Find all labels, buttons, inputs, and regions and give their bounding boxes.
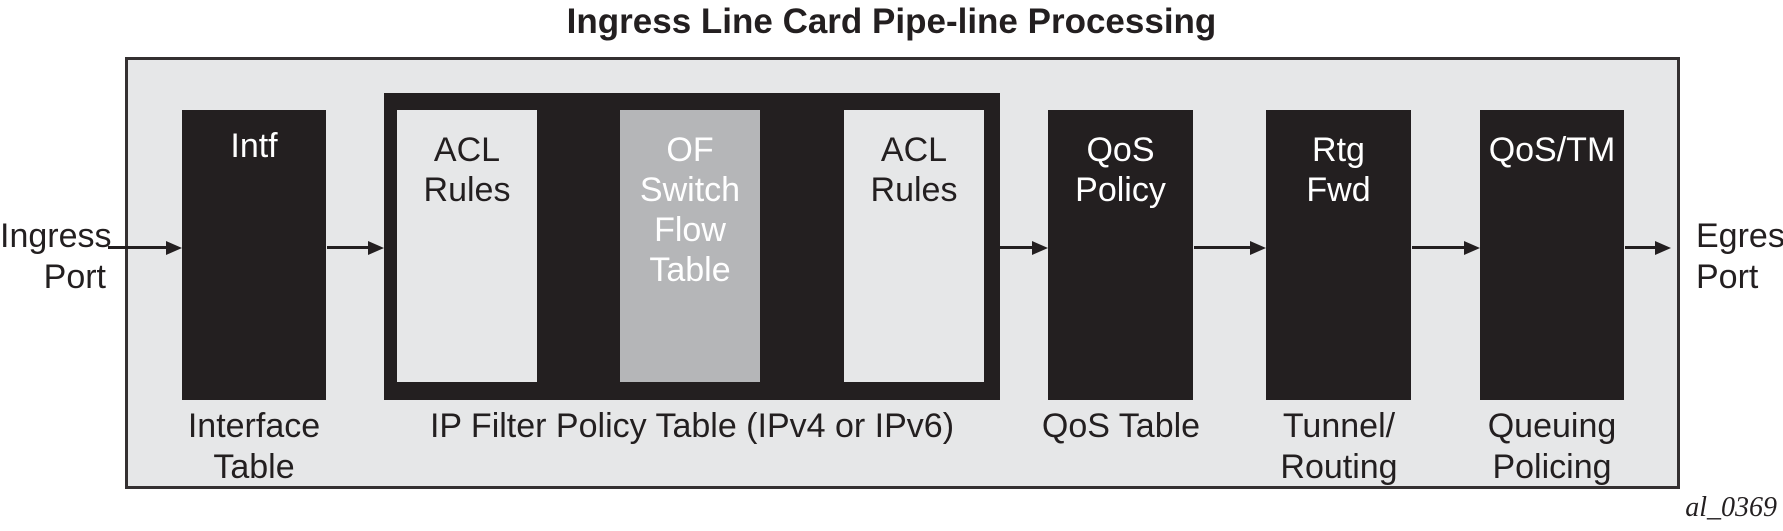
tunnel-routing-caption: Tunnel/ Routing (1280, 407, 1398, 486)
intf-label: Intf (230, 127, 278, 165)
diagram-title: Ingress Line Card Pipe-line Processing (566, 2, 1217, 41)
of-switch-flow-table-label: OF Switch Flow Table (639, 131, 741, 290)
acl-rules-label-2: ACL Rules (870, 131, 958, 210)
qos-tm-block: QoS/TM (1480, 110, 1624, 400)
flow-arrow-filter-to-qos (994, 240, 1048, 256)
qos-tm-label: QoS/TM (1488, 131, 1616, 169)
figure-id: al_0369 (1685, 492, 1777, 523)
acl-rules-block-2: ACL Rules (844, 110, 984, 382)
flow-arrow-ingress-to-intf (108, 240, 182, 256)
acl-rules-label-1: ACL Rules (423, 131, 511, 210)
interface-table-caption: Interface Table (187, 407, 321, 486)
flow-arrow-qostm-to-egress (1625, 240, 1671, 256)
flow-arrow-qos-to-rtg (1194, 240, 1266, 256)
qos-table-caption: QoS Table (1041, 407, 1201, 445)
rtg-fwd-block: Rtg Fwd (1266, 110, 1411, 400)
queuing-policing-caption: Queuing Policing (1487, 407, 1617, 486)
of-switch-flow-table-block: OF Switch Flow Table (620, 110, 760, 382)
egress-port-label: Egress Port (1696, 217, 1783, 296)
intf-block: Intf (182, 110, 326, 400)
ingress-port-label: Ingress Port (0, 217, 112, 296)
flow-arrow-intf-to-filter (327, 240, 384, 256)
rtg-fwd-label: Rtg Fwd (1306, 131, 1371, 210)
flow-arrow-rtg-to-qostm (1412, 240, 1480, 256)
qos-policy-label: QoS Policy (1075, 131, 1166, 210)
acl-rules-block-1: ACL Rules (397, 110, 537, 382)
ip-filter-caption: IP Filter Policy Table (IPv4 or IPv6) (429, 407, 955, 445)
line-card-container: Intf Interface Table ACL Rules OF Switch… (125, 57, 1680, 489)
ip-filter-block: ACL Rules OF Switch Flow Table ACL Rules (384, 93, 1000, 400)
qos-policy-block: QoS Policy (1048, 110, 1193, 400)
